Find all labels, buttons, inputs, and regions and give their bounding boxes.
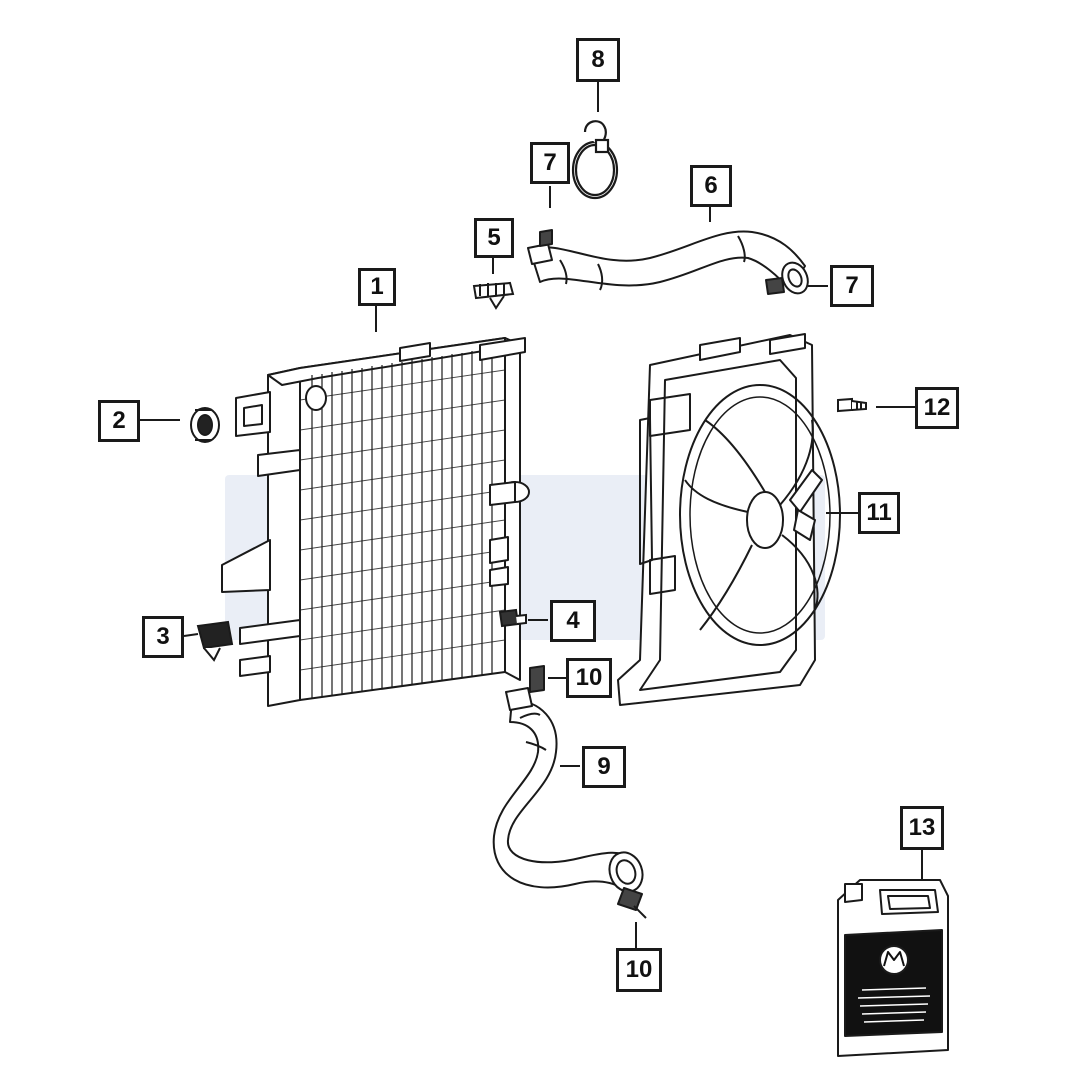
callout-7-right-label: 7 [845,272,859,299]
callout-2: 2 [98,400,140,442]
lower-hose-part [492,665,647,919]
callout-4: 4 [550,600,596,642]
callout-9: 9 [582,746,626,788]
callout-1-label: 1 [370,273,384,300]
upper-hose-part [527,229,809,295]
bracket-part [196,620,234,662]
callout-12-label: 12 [923,394,951,421]
callout-11-label: 11 [866,499,892,526]
callout-5: 5 [474,218,514,258]
callout-10-bottom: 10 [616,948,662,992]
grommet-part [190,407,220,443]
bolt-part [837,397,867,413]
callout-13-label: 13 [908,814,936,841]
fan-shroud-part [617,333,841,706]
callout-6-label: 6 [704,172,718,199]
callout-10-bottom-label: 10 [625,956,653,983]
radiator-part [221,337,530,707]
callout-7-top-label: 7 [543,149,557,176]
callout-1: 1 [358,268,396,306]
callout-2-label: 2 [112,407,126,434]
callout-5-label: 5 [487,224,501,251]
callout-3-label: 3 [156,623,170,650]
callout-10-top-label: 10 [575,664,603,691]
callout-9-label: 9 [597,753,611,780]
callout-11: 11 [858,492,900,534]
cap-part [472,281,515,310]
callout-3: 3 [142,616,184,658]
callout-8-label: 8 [591,46,605,73]
sensor-part [498,608,527,628]
coolant-jug-part [837,879,949,1057]
callout-7-top: 7 [530,142,570,184]
callout-10-top: 10 [566,658,612,698]
clamp-part [571,120,619,200]
callout-12: 12 [915,387,959,429]
callout-4-label: 4 [566,607,580,634]
callout-13: 13 [900,806,944,850]
callout-8: 8 [576,38,620,82]
callout-7-right: 7 [830,265,874,307]
leader-lines [140,82,923,948]
callout-6: 6 [690,165,732,207]
